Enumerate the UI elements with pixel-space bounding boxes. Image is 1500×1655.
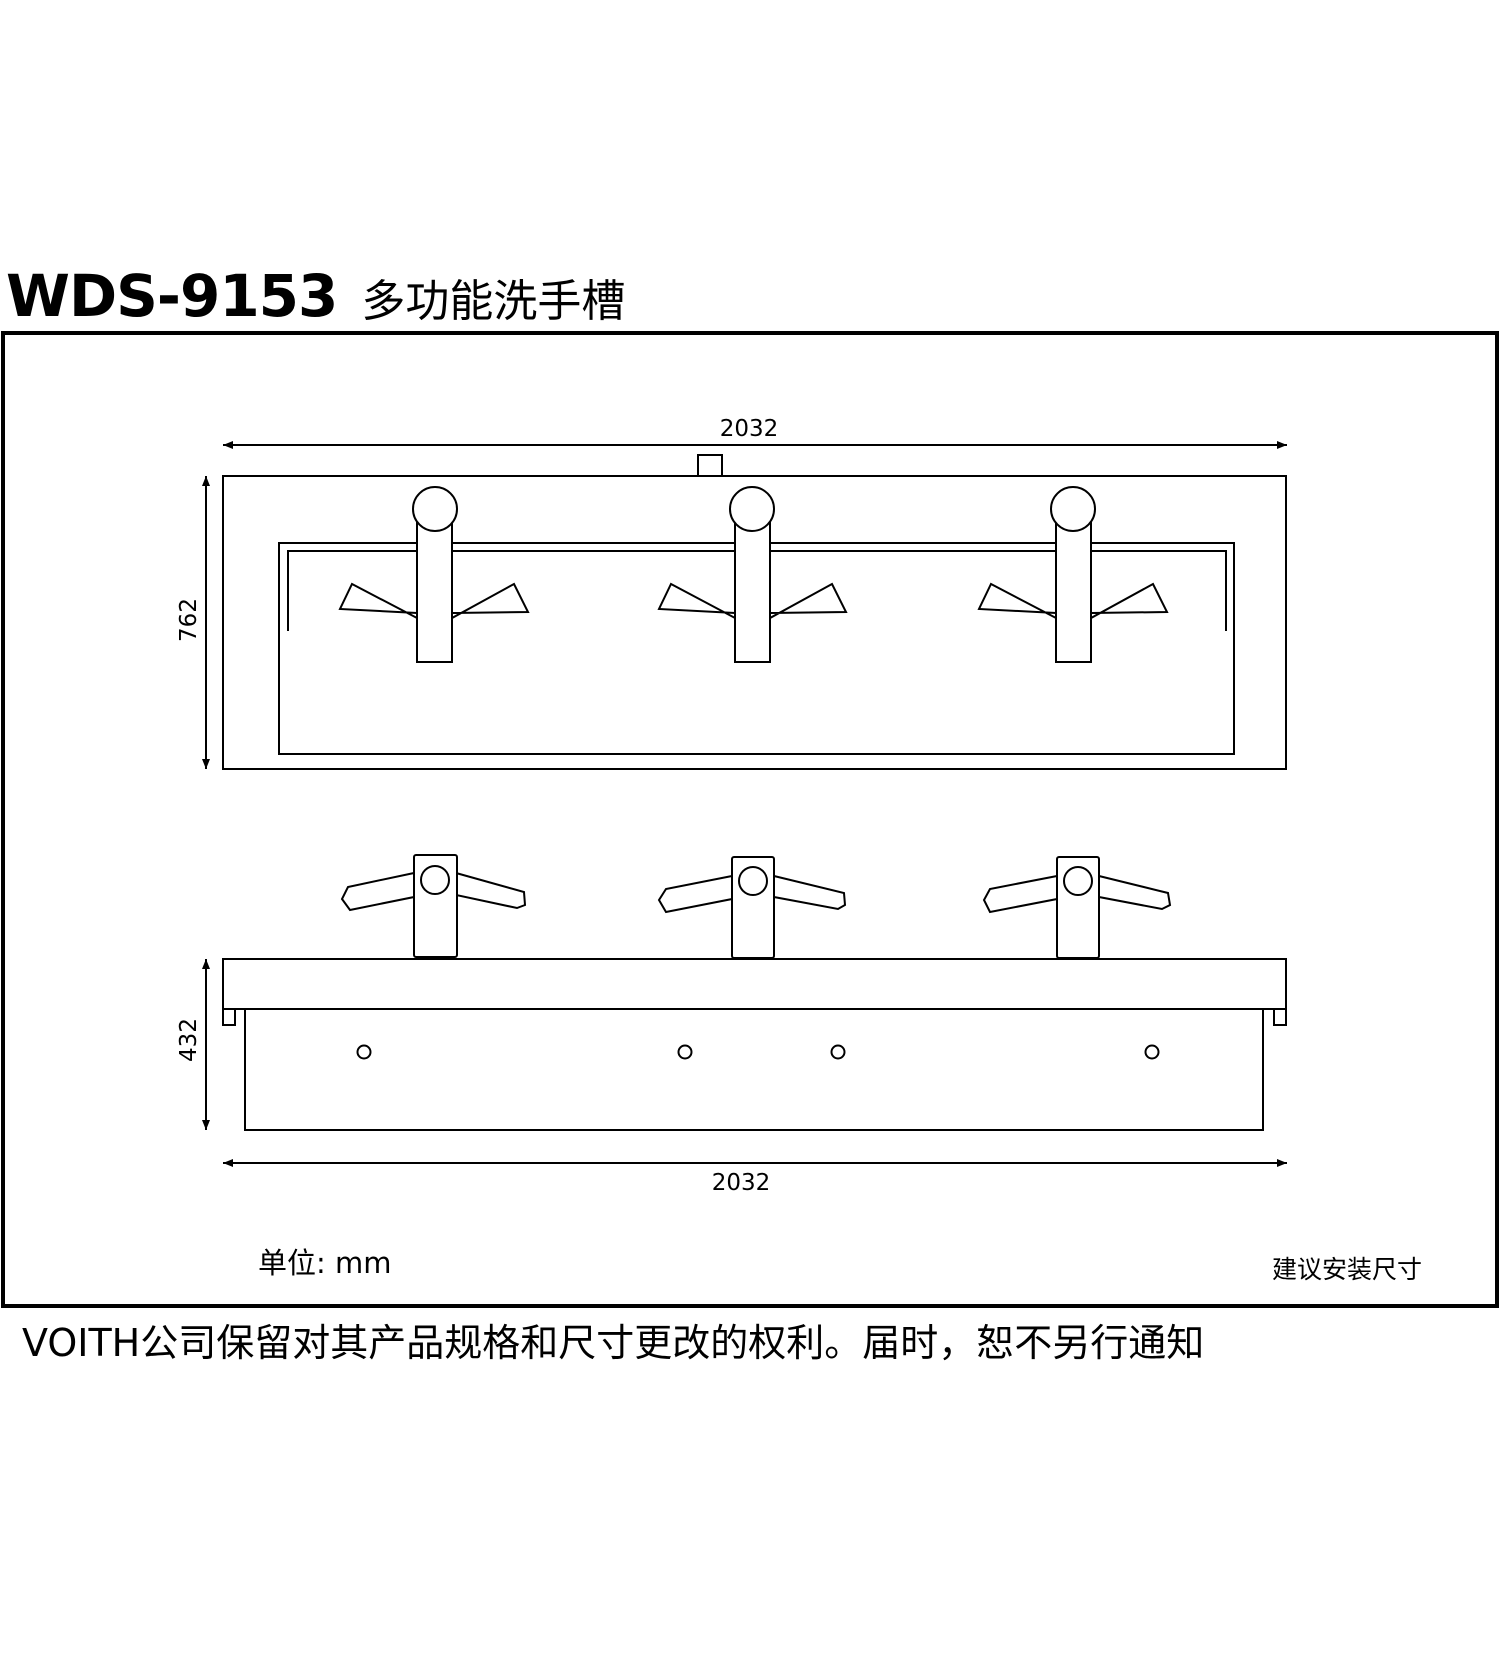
install-note: 建议安装尺寸: [1272, 1255, 1423, 1284]
top-view: [202, 441, 1287, 770]
model-number: WDS-9153: [6, 262, 338, 330]
faucet-top-2: [657, 486, 848, 663]
product-name: 多功能洗手槽: [361, 276, 626, 327]
trough-body: [244, 1008, 1264, 1131]
disclaimer-text: VOITH公司保留对其产品规格和尺寸更改的权利。届时，恕不另行通知: [22, 1321, 1205, 1365]
top-depth-label: 762: [176, 598, 202, 642]
title-row: WDS-9153 多功能洗手槽: [6, 262, 625, 332]
mounting-hole: [830, 1044, 846, 1060]
faucet-front-3: [982, 856, 1172, 959]
trough-rim: [222, 958, 1287, 1010]
faucet-top-1: [338, 486, 530, 663]
faucet-front-1: [340, 854, 527, 958]
mounting-hole: [356, 1044, 372, 1060]
front-height-label: 432: [176, 1018, 202, 1062]
front-width-label: 2032: [712, 1170, 771, 1196]
mounting-hole: [1144, 1044, 1160, 1060]
faucet-front-2: [657, 856, 847, 959]
faucet-top-3: [977, 486, 1169, 663]
front-view: [202, 854, 1287, 1167]
trough-outline: [222, 475, 1287, 770]
drain-tab: [697, 454, 723, 477]
drawing-frame: [1, 331, 1499, 1308]
unit-label: 单位: mm: [258, 1246, 392, 1280]
top-width-label: 2032: [720, 416, 779, 442]
mounting-hole: [677, 1044, 693, 1060]
rim-foot-left: [222, 1008, 236, 1026]
rim-foot-right: [1273, 1008, 1287, 1026]
